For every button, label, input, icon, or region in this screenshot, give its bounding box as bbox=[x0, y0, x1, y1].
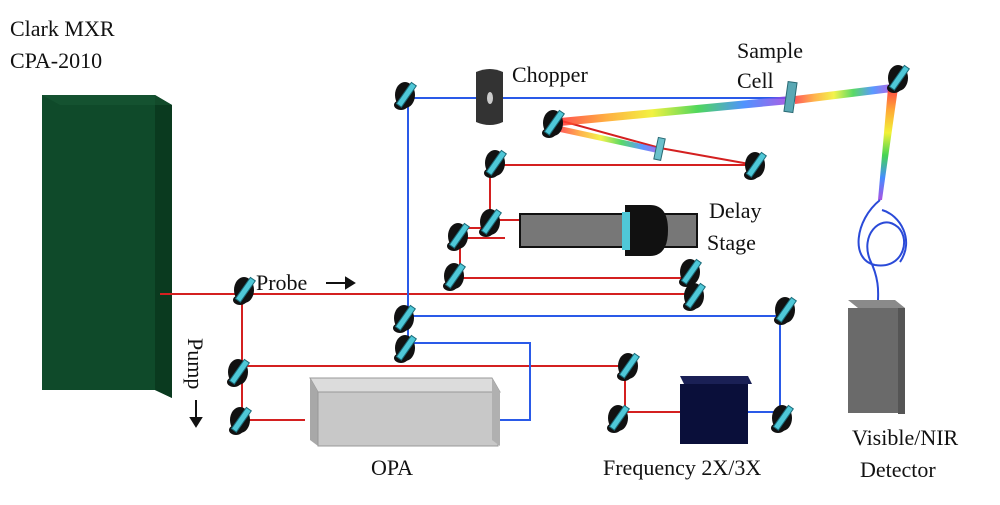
laser-label-line2: CPA-2010 bbox=[10, 48, 103, 73]
mirror-icon bbox=[616, 352, 640, 382]
mirror-icon bbox=[483, 149, 507, 179]
continuum-beams bbox=[560, 84, 898, 200]
mirror-icon bbox=[232, 276, 256, 306]
pump-arrow-icon bbox=[189, 400, 203, 428]
sample-label-line1: Sample bbox=[737, 38, 803, 63]
mirror-icon bbox=[478, 208, 502, 238]
chopper-label: Chopper bbox=[512, 62, 588, 87]
detector-body bbox=[848, 300, 905, 414]
delay-label-line2: Stage bbox=[707, 230, 756, 255]
mirror-icon bbox=[678, 258, 702, 288]
delay-stage bbox=[519, 205, 698, 256]
mirror-icon bbox=[541, 109, 565, 139]
mirror-icon bbox=[393, 334, 417, 364]
detector-label-line2: Detector bbox=[860, 457, 936, 482]
blue-beam-paths bbox=[407, 97, 790, 421]
opa-label: OPA bbox=[371, 455, 413, 480]
delay-label-line1: Delay bbox=[709, 198, 762, 223]
fiber-coil bbox=[857, 199, 907, 301]
frequency-doubler-body bbox=[680, 376, 752, 444]
sample-label-line2: Cell bbox=[737, 68, 774, 93]
probe-label: Probe bbox=[256, 270, 308, 295]
mirror-icon bbox=[442, 262, 466, 292]
opa-body bbox=[309, 377, 501, 447]
laser-body bbox=[42, 95, 172, 398]
mirror-icon bbox=[773, 296, 797, 326]
detector-label-line1: Visible/NIR bbox=[852, 425, 959, 450]
laser-label-line1: Clark MXR bbox=[10, 16, 115, 41]
mirror-icon bbox=[682, 282, 706, 312]
frequency-label: Frequency 2X/3X bbox=[603, 455, 762, 480]
mirror-icon bbox=[228, 406, 252, 436]
mirror-icon bbox=[770, 404, 794, 434]
mirror-icon bbox=[446, 222, 470, 252]
probe-arrow-icon bbox=[326, 276, 356, 290]
pump-label: Pump bbox=[183, 338, 208, 390]
chopper bbox=[476, 69, 503, 125]
sample-cell bbox=[783, 81, 798, 114]
mirror-icon bbox=[226, 358, 250, 388]
mirror-icon bbox=[606, 404, 630, 434]
mirror-icon bbox=[743, 151, 767, 181]
mirror-icon bbox=[393, 81, 417, 111]
focusing-lens bbox=[653, 136, 666, 161]
mirror-icon bbox=[886, 64, 910, 94]
mirror-icon bbox=[392, 304, 416, 334]
